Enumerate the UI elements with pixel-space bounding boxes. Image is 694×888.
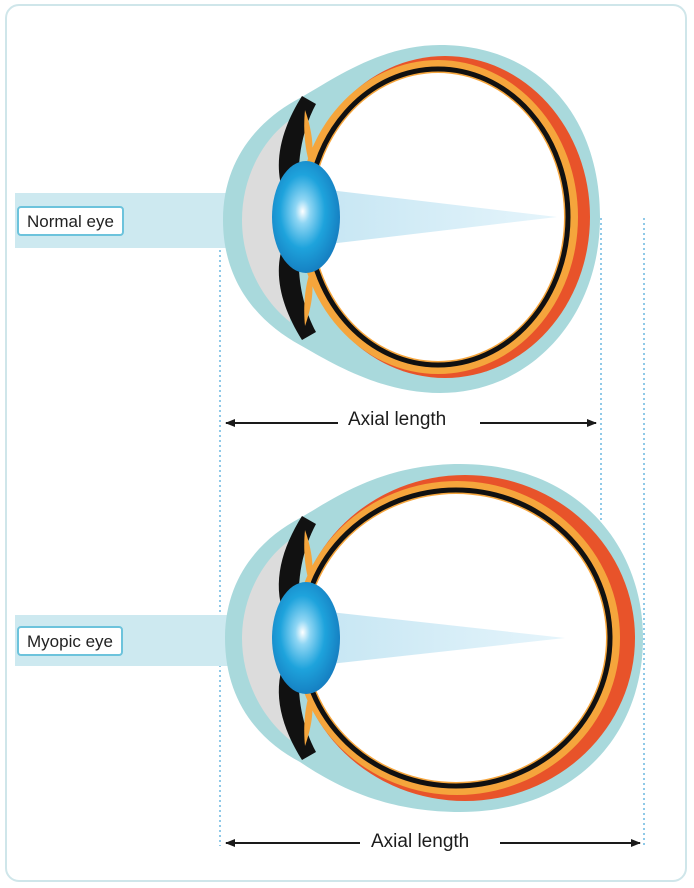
- axial-length-label-top: Axial length: [342, 409, 452, 431]
- myopic-eye-lens: [272, 582, 340, 694]
- axial-length-label-bottom: Axial length: [365, 831, 475, 853]
- normal-eye-lens: [272, 161, 340, 273]
- normal-eye-label: Normal eye: [17, 206, 124, 236]
- myopic-eye-label: Myopic eye: [17, 626, 123, 656]
